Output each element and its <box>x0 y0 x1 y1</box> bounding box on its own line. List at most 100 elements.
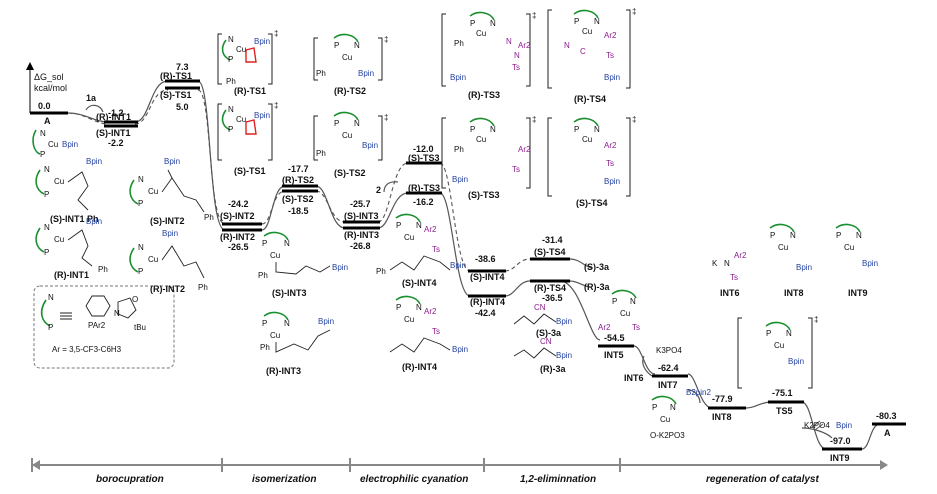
label-S-INT3: (S)-INT3 <box>344 211 379 221</box>
structure-INT8: P N Cu Bpin INT8 <box>769 223 812 298</box>
structure-INT9: P N Cu Bpin INT9 <box>835 223 878 298</box>
sts4-label: (S)-TS4 <box>576 198 608 208</box>
label-R-TS1: (R)-TS1 <box>160 71 192 81</box>
sint1-bpin: Bpin <box>86 157 102 166</box>
rts1-cu: Cu <box>236 45 246 54</box>
int5-cu: Cu <box>620 309 630 318</box>
connector-sts1-sint2 <box>197 89 226 225</box>
rint1-bpin: Bpin <box>86 217 102 226</box>
label-INT9: INT9 <box>830 453 850 463</box>
energy-S-TS3: -12.0 <box>413 144 434 154</box>
rts3-ligand <box>469 11 495 21</box>
sts1-bpin: Bpin <box>254 111 270 120</box>
ts5-cu: Cu <box>774 341 784 350</box>
energy-R-TS1: 7.3 <box>176 62 189 72</box>
rts1-ring <box>245 47 257 63</box>
rint4-ar2: Ar2 <box>424 307 437 316</box>
int9-label: INT9 <box>848 288 868 298</box>
axis-label-line1: ΔG_sol <box>34 72 64 82</box>
structure-R-INT4: P N Cu Ar2 Ts Bpin (R)-INT4 <box>389 295 468 372</box>
connector-sint4-sts4 <box>504 258 531 272</box>
rts1-bpin: Bpin <box>254 37 270 46</box>
rts3-bracket-right <box>526 13 531 87</box>
int6-ts: Ts <box>730 273 738 282</box>
k2po4-bpin-label: Bpin <box>836 421 852 430</box>
int8-label: INT8 <box>784 288 804 298</box>
sint1-p: P <box>44 190 49 199</box>
sts4-bracket-right <box>626 117 631 197</box>
energy-S-INT3: -25.7 <box>350 199 371 209</box>
sts4-dagger: ‡ <box>632 115 636 124</box>
sint4-label: (S)-INT4 <box>402 278 437 288</box>
connector-int8-ts5 <box>745 401 771 409</box>
connector-rint4-rts4 <box>504 280 531 297</box>
connector-rint1-rts1 <box>134 80 169 123</box>
sint4-ligand <box>395 213 421 223</box>
structure-S-INT4: P N Cu Ar2 Ts Ph Bpin (S)-INT4 <box>376 213 466 288</box>
rint1-label: (R)-INT1 <box>54 270 89 280</box>
sts3-n: N <box>490 125 496 134</box>
rts1-bracket-right <box>268 33 273 85</box>
stage-cyanation: electrophilic cyanation <box>360 474 468 485</box>
legend-p: P <box>48 323 53 332</box>
sts3-dagger: ‡ <box>532 115 536 124</box>
int8-n: N <box>790 231 796 240</box>
rts3-bpin: Bpin <box>450 73 466 82</box>
rts4-dagger: ‡ <box>632 7 636 16</box>
rts4-bpin: Bpin <box>604 73 620 82</box>
sint3-p: P <box>262 239 267 248</box>
rint4-p: P <box>396 303 401 312</box>
rts2-ligand <box>333 33 359 43</box>
sts1-cu: Cu <box>236 115 246 124</box>
label-R-TS3: (R)-TS3 <box>408 183 440 193</box>
sts4-bpin: Bpin <box>604 177 620 186</box>
sts2-dagger: ‡ <box>384 113 388 122</box>
sts4-ts: Ts <box>606 159 614 168</box>
atom-Bpin: Bpin <box>62 140 78 149</box>
rts2-dagger: ‡ <box>384 35 388 44</box>
rts4-ligand <box>573 9 599 19</box>
energy-S-INT1: -2.2 <box>108 138 124 148</box>
sts3-bracket-left <box>441 117 446 189</box>
sts2-n: N <box>354 119 360 128</box>
sts3-ar2: Ar2 <box>518 145 531 154</box>
stage-bar: borocupration isomerization electrophili… <box>31 458 888 485</box>
rint2-p: P <box>138 267 143 276</box>
sts2-p: P <box>334 119 339 128</box>
label-INT5: INT5 <box>604 350 624 360</box>
legend-n2: N <box>114 309 120 318</box>
rint2-chain <box>161 245 205 279</box>
sint3-n: N <box>284 239 290 248</box>
sts4-bracket-left <box>547 117 552 197</box>
sint4-ts: Ts <box>432 245 440 254</box>
int7-n: N <box>670 403 676 412</box>
connector-rts4-int5 <box>559 280 601 341</box>
rts3-n3: N <box>514 51 520 60</box>
stage-arrow-icon <box>880 460 888 470</box>
rts3-label: (R)-TS3 <box>468 90 500 100</box>
connector-a-sint1 <box>67 112 109 125</box>
structure-S-3a: CN Bpin (S)-3a <box>513 303 572 338</box>
rint3-bpin: Bpin <box>318 317 334 326</box>
k3po4-label: K3PO4 <box>656 346 682 355</box>
sint2-cu: Cu <box>148 187 158 196</box>
energy-A: 0.0 <box>38 101 51 111</box>
rts2-p: P <box>334 41 339 50</box>
structure-S-TS2: ‡ P N Cu Ph Bpin (S)-TS2 <box>313 111 388 178</box>
connector-rint3-rts3 <box>377 192 409 229</box>
sts1-n: N <box>228 105 234 114</box>
atom-P: P <box>40 150 45 159</box>
int5-ligand <box>611 289 637 299</box>
label-R-INT2: (R)-INT2 <box>220 232 255 242</box>
rts2-label: (R)-TS2 <box>334 86 366 96</box>
stage-regeneration: regeneration of catalyst <box>706 474 819 485</box>
sts1-label: (S)-TS1 <box>234 166 266 176</box>
sts3-ph: Ph <box>454 145 464 154</box>
energy-S-INT2: -24.2 <box>228 199 249 209</box>
label-S-TS4: (S)-TS4 <box>534 247 566 257</box>
axis-label-line2: kcal/mol <box>34 83 67 93</box>
int6-ar2: Ar2 <box>734 251 747 260</box>
sint2-bpin: Bpin <box>164 157 180 166</box>
int7-p: P <box>652 403 657 412</box>
